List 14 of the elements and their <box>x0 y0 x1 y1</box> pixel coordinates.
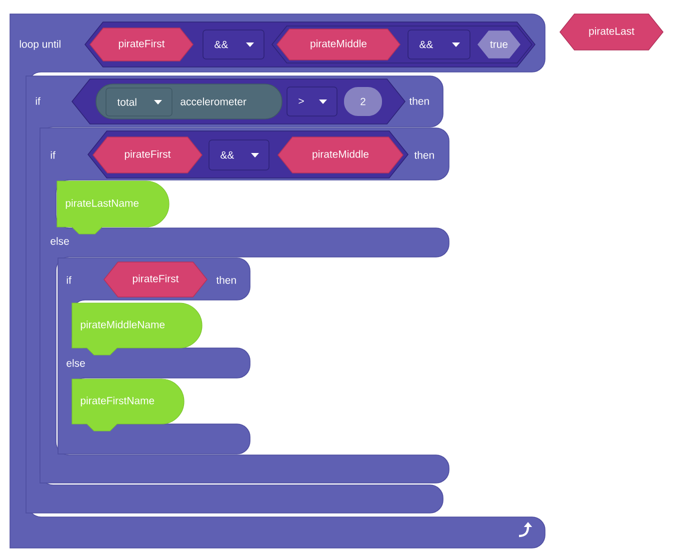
variable-block: pirateMiddle <box>276 28 401 60</box>
variable-block: pirateLast <box>560 14 664 50</box>
statement-block: pirateFirstName <box>72 378 184 432</box>
statement-block: pirateLastName <box>56 180 170 234</box>
boolean-value: true <box>478 30 521 58</box>
dropdown: && <box>208 140 270 170</box>
variable-block: pirateFirst <box>90 28 194 62</box>
dropdown: total <box>106 88 172 116</box>
dropdown: && <box>408 30 470 60</box>
variable-block: pirateFirst <box>104 262 208 298</box>
statement-block: pirateMiddleName <box>72 302 202 356</box>
dropdown: > <box>286 86 338 116</box>
dropdown: && <box>202 30 264 60</box>
variable-block: pirateFirst <box>92 136 203 174</box>
